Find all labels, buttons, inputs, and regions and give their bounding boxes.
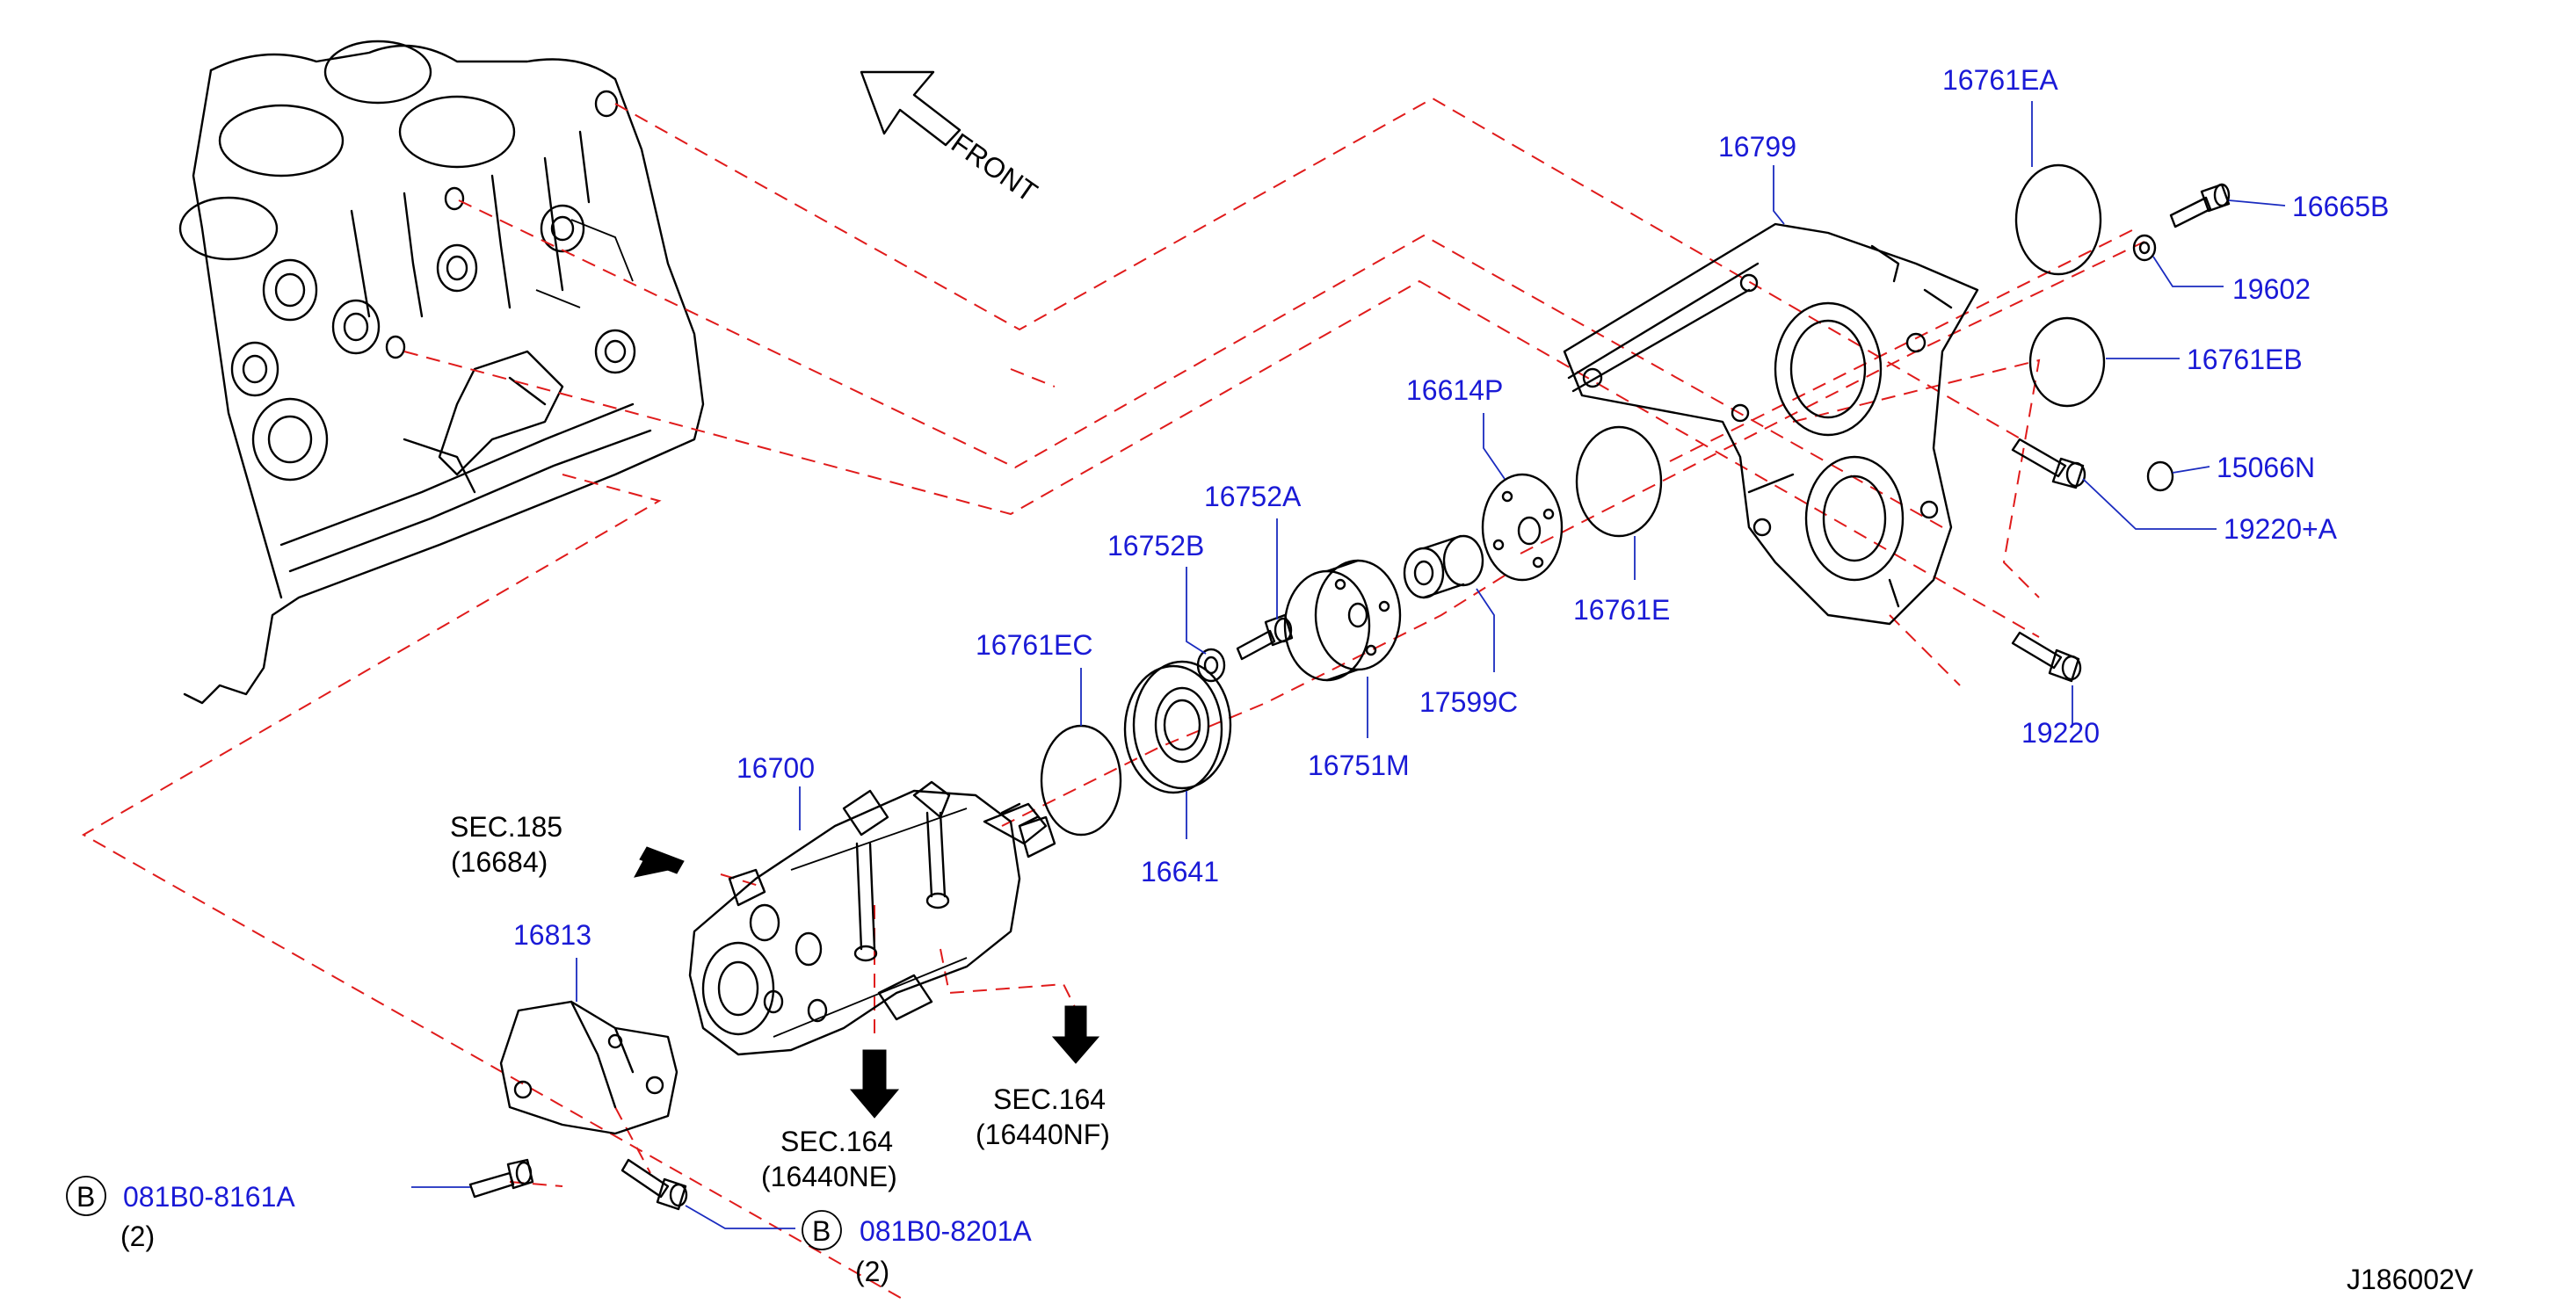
seal-16641-shape: [1123, 660, 1232, 794]
part-label-16700[interactable]: 16700: [737, 752, 815, 784]
o-ring-16761E-shape: [1575, 425, 1663, 538]
coupling-16751M-shape: [1283, 559, 1402, 682]
reference-sec164ne-line2: (16440NE): [761, 1161, 897, 1192]
o-ring-16761EC-shape: [1040, 724, 1122, 837]
part-label-16761E[interactable]: 16761E: [1573, 594, 1670, 626]
reference-sec185: SEC.185 (16684): [450, 811, 562, 878]
reference-sec185-line1[interactable]: SEC.185: [450, 811, 562, 843]
part-label-16751M[interactable]: 16751M: [1308, 750, 1410, 781]
arrow-sec185-icon: [634, 846, 685, 878]
bolt-qty-2: (2): [855, 1256, 889, 1287]
bolt-number-081B0-8161A[interactable]: 081B0-8161A: [123, 1181, 295, 1213]
arrow-sec164nf-icon: [1051, 1005, 1100, 1064]
reference-sec164ne: SEC.164 (16440NE): [761, 1126, 897, 1192]
front-cover-16799-illustration: [1563, 222, 1979, 626]
washer-16752B-shape: [1196, 648, 1226, 683]
bolt-19220-shape: [2011, 631, 2082, 683]
bolt-callout-081B0-8161A: B 081B0-8161A (2): [66, 1176, 295, 1252]
bolt-081B0-8161A-shape: [468, 1158, 534, 1199]
bolt-number-081B0-8201A[interactable]: 081B0-8201A: [860, 1215, 1032, 1247]
reference-sec164nf-line2: (16440NF): [976, 1119, 1110, 1150]
part-label-15066N[interactable]: 15066N: [2217, 452, 2315, 483]
reference-sec164ne-line1[interactable]: SEC.164: [780, 1126, 893, 1157]
front-label: FRONT: [946, 127, 1043, 208]
bolt-16665B-shape: [2169, 183, 2231, 228]
washer-19602-shape: [2132, 234, 2157, 262]
o-ring-16761EB-shape: [2028, 316, 2106, 408]
part-label-16813[interactable]: 16813: [513, 919, 591, 951]
part-label-19602[interactable]: 19602: [2232, 273, 2311, 305]
leader-lines: [411, 101, 2286, 1229]
bolt-19220A-shape: [2011, 438, 2086, 489]
o-ring-15066N-shape: [2146, 460, 2174, 492]
part-label-19220A[interactable]: 19220+A: [2224, 513, 2338, 545]
part-label-19220[interactable]: 19220: [2021, 717, 2100, 749]
mating-lines: [81, 97, 2145, 1301]
part-labels: 16761EA 16799 16665B 19602 16761EB 15066…: [513, 64, 2389, 951]
front-direction-arrow: FRONT: [860, 70, 1043, 208]
engine-block-illustration: [178, 40, 705, 705]
part-label-16761EB[interactable]: 16761EB: [2187, 344, 2303, 375]
part-label-16614P[interactable]: 16614P: [1406, 374, 1503, 406]
spacer-17599C-shape: [1403, 534, 1484, 599]
part-label-16799[interactable]: 16799: [1718, 131, 1796, 163]
fuel-pump-16700-illustration: [688, 780, 1056, 1056]
bolt-16752A-shape: [1236, 613, 1294, 661]
reference-sec164nf: SEC.164 (16440NF): [976, 1083, 1110, 1150]
o-ring-16761EA-shape: [2014, 163, 2102, 276]
part-label-16761EA[interactable]: 16761EA: [1942, 64, 2058, 96]
diagram-code: J186002V: [2347, 1264, 2474, 1295]
bolt-marker-b-1: B: [76, 1181, 95, 1213]
arrow-sec164ne-icon: [849, 1049, 900, 1119]
reference-sec185-line2: (16684): [451, 846, 548, 878]
bracket-16813-illustration: [499, 1000, 678, 1135]
part-label-16641[interactable]: 16641: [1141, 856, 1219, 887]
part-label-16665B[interactable]: 16665B: [2292, 191, 2389, 222]
bolt-qty-1: (2): [120, 1221, 155, 1252]
bolt-marker-b-2: B: [812, 1215, 831, 1247]
part-label-16761EC[interactable]: 16761EC: [976, 629, 1092, 661]
bolt-081B0-8201A-shape: [620, 1158, 688, 1211]
part-label-16752B[interactable]: 16752B: [1107, 530, 1204, 561]
part-label-17599C[interactable]: 17599C: [1419, 686, 1518, 718]
reference-sec164nf-line1[interactable]: SEC.164: [993, 1083, 1106, 1115]
bolt-callout-081B0-8201A: B 081B0-8201A (2): [802, 1210, 1032, 1287]
flange-16614P-shape: [1481, 473, 1564, 582]
part-label-16752A[interactable]: 16752A: [1204, 481, 1302, 512]
